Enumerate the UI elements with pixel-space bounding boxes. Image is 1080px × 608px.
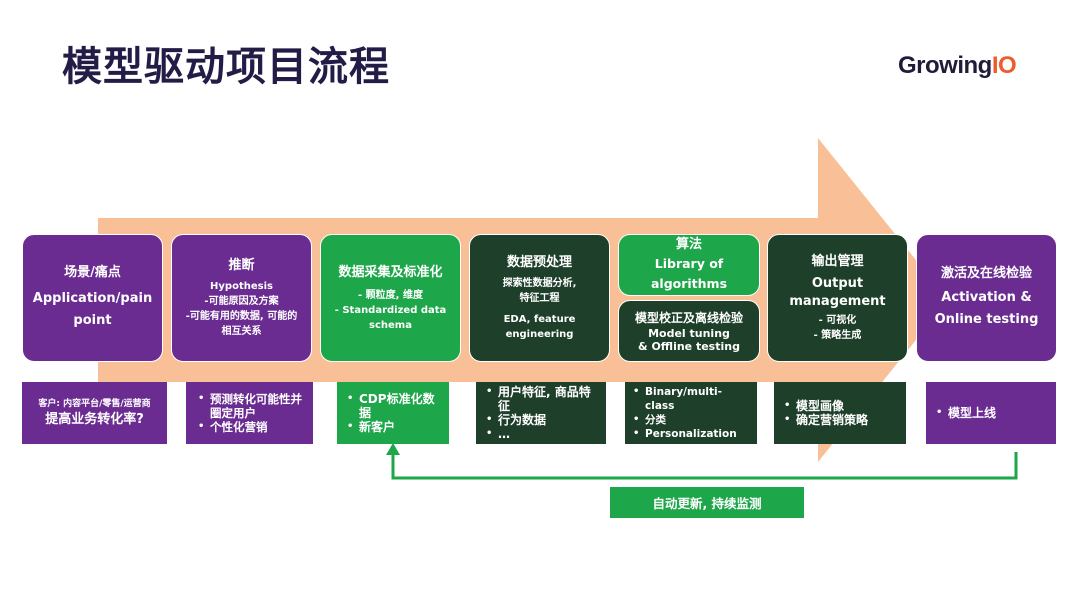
step-output-management: 输出管理 Output management - 可视化 - 策略生成 <box>767 234 908 362</box>
step-line: 激活及在线检验 <box>940 266 1032 281</box>
step-algorithms: 算法 Library of algorithms <box>618 234 760 296</box>
step-line: engineering <box>505 329 574 340</box>
step-line: - 可视化 <box>818 315 857 326</box>
page-title: 模型驱动项目流程 <box>62 44 390 90</box>
detail-item: CDP标准化数据 <box>347 392 443 420</box>
detail-output: 模型画像 确定营销策略 <box>774 382 906 444</box>
step-line: EDA, feature <box>503 314 576 325</box>
step-line: Activation & <box>941 290 1032 305</box>
detail-data-collection: CDP标准化数据 新客户 <box>337 382 449 444</box>
step-scenario-pain-point: 场景/痛点 Application/pain point <box>22 234 163 362</box>
step-line: algorithms <box>650 276 728 291</box>
step-line: Output <box>811 276 864 291</box>
logo-text-main: Growing <box>898 52 992 79</box>
step-line: - 颗粒度, 维度 <box>358 289 423 301</box>
step-hypothesis: 推断 Hypothesis -可能原因及方案 -可能有用的数据, 可能的 相互关… <box>171 234 312 362</box>
step-activation-online-testing: 激活及在线检验 Activation & Online testing <box>916 234 1057 362</box>
step-line: Hypothesis <box>210 281 273 292</box>
step-title: 算法 <box>675 237 702 252</box>
detail-line: 客户: 内容平台/零售/运营商 <box>38 398 151 409</box>
detail-item: Personalization <box>633 427 751 441</box>
detail-item: 行为数据 <box>486 413 600 427</box>
step-line: Application/pain <box>32 291 153 306</box>
detail-item: … <box>486 427 600 441</box>
detail-activation: 模型上线 <box>926 382 1056 444</box>
step-data-collection: 数据采集及标准化 - 颗粒度, 维度 - Standardized data s… <box>320 234 461 362</box>
step-title: 输出管理 <box>811 254 864 269</box>
logo-text-accent: IO <box>991 52 1017 79</box>
step-line: Online testing <box>934 312 1039 327</box>
step-line: 相互关系 <box>221 326 262 337</box>
step-line: -可能原因及方案 <box>204 296 279 307</box>
feedback-loop-line <box>391 452 1018 480</box>
step-line: - 策略生成 <box>813 330 862 341</box>
step-line: & Offline testing <box>638 340 740 353</box>
detail-item: 预测转化可能性并圈定用户 <box>198 392 307 420</box>
step-line: Library of <box>654 256 724 271</box>
step-line: -可能有用的数据, 可能的 <box>185 311 298 322</box>
detail-item: 模型上线 <box>936 406 1050 420</box>
detail-preprocessing: 用户特征, 商品特征 行为数据 … <box>476 382 606 444</box>
step-title: 推断 <box>228 258 255 273</box>
detail-item: 确定营销策略 <box>784 413 900 427</box>
step-line: 场景/痛点 <box>64 265 121 280</box>
step-line: management <box>789 294 886 309</box>
feedback-loop-arrowhead <box>386 443 400 455</box>
step-data-preprocessing: 数据预处理 探索性数据分析, 特征工程 EDA, feature enginee… <box>469 234 610 362</box>
step-title: 数据采集及标准化 <box>338 264 443 280</box>
detail-customer-goal: 客户: 内容平台/零售/运营商 提高业务转化率? <box>22 382 167 444</box>
detail-item: 模型画像 <box>784 399 900 413</box>
detail-item: 个性化营销 <box>198 420 307 434</box>
step-line: point <box>73 313 112 328</box>
detail-item: 分类 <box>633 413 751 427</box>
step-line: 特征工程 <box>519 293 560 304</box>
feedback-loop-label: 自动更新, 持续监测 <box>610 487 804 518</box>
step-model-tuning: 模型校正及离线检验 Model tuning & Offline testing <box>618 300 760 362</box>
step-line: schema <box>369 319 412 331</box>
detail-line: 提高业务转化率? <box>45 411 144 427</box>
step-title: 模型校正及离线检验 <box>634 311 743 325</box>
step-line: - Standardized data <box>334 304 447 316</box>
detail-item: Binary/multi-class <box>633 385 751 413</box>
growingio-logo: GrowingIO <box>898 52 1017 80</box>
step-line: 探索性数据分析, <box>502 278 577 289</box>
detail-item: 新客户 <box>347 420 443 434</box>
detail-item: 用户特征, 商品特征 <box>486 385 600 413</box>
detail-hypothesis: 预测转化可能性并圈定用户 个性化营销 <box>186 382 313 444</box>
detail-algorithms: Binary/multi-class 分类 Personalization <box>625 382 757 444</box>
step-line: Model tuning <box>648 327 730 340</box>
step-title: 数据预处理 <box>506 255 572 270</box>
